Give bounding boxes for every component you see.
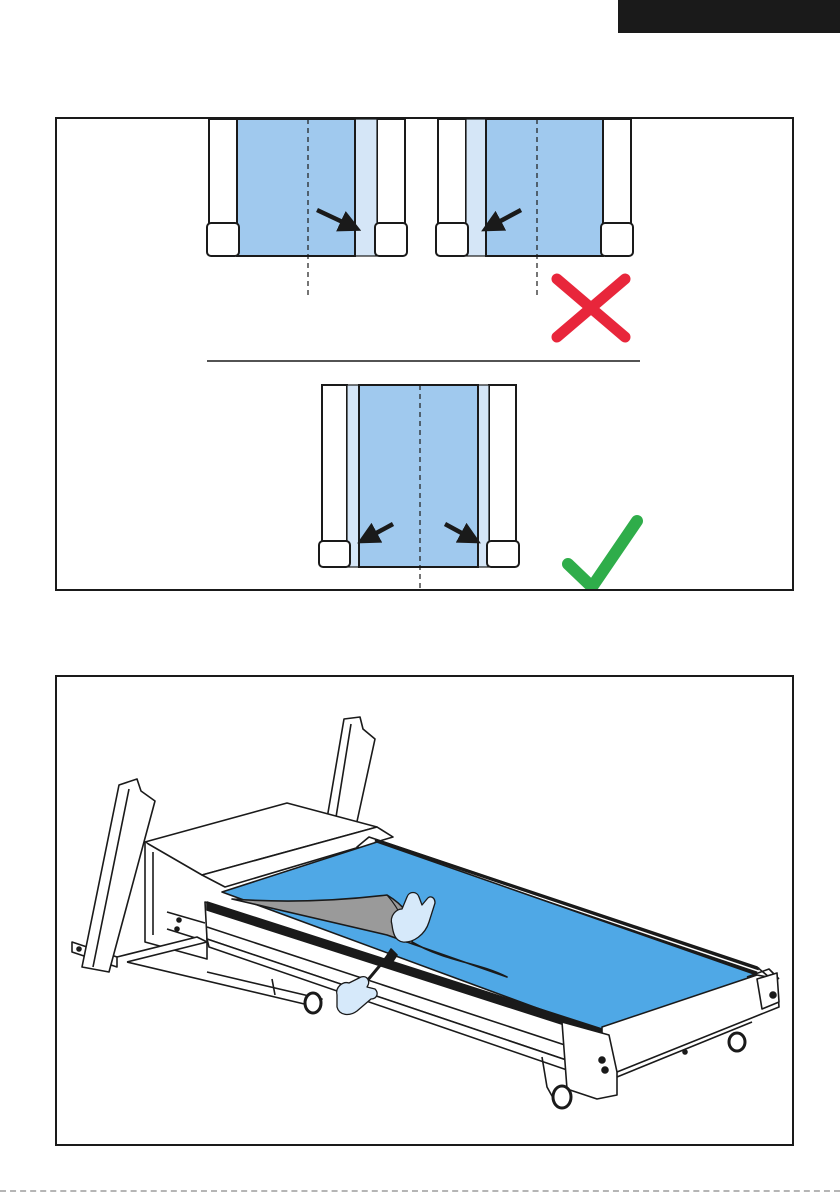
running-belt (359, 385, 478, 567)
left-end-cap (319, 541, 350, 567)
right-rail (489, 385, 516, 565)
check-icon (568, 521, 637, 587)
screw (175, 927, 179, 931)
left-end-cap (436, 223, 468, 256)
belt-edge-strip (478, 385, 489, 567)
screw (177, 918, 181, 922)
belt-edge-strip (347, 385, 359, 567)
running-belt (486, 119, 603, 256)
belt-shifted-left-panel (436, 119, 633, 297)
right-end-cap (375, 223, 407, 256)
right-rail (603, 119, 631, 229)
front-upright (82, 779, 155, 972)
right-end-cap (601, 223, 633, 256)
belt-lubrication-figure (55, 675, 794, 1146)
cross-icon (557, 279, 625, 337)
belt-alignment-figure (55, 117, 794, 591)
belt-edge-strip (355, 119, 377, 256)
page-section-tab (618, 0, 840, 33)
left-rail (322, 385, 347, 565)
left-end-cap (207, 223, 239, 256)
left-rail (209, 119, 237, 229)
belt-centered-panel (319, 385, 519, 589)
right-end-cap (487, 541, 519, 567)
running-belt (237, 119, 355, 256)
left-rail (438, 119, 466, 229)
belt-shifted-right-panel (207, 119, 407, 297)
right-rail (377, 119, 405, 229)
